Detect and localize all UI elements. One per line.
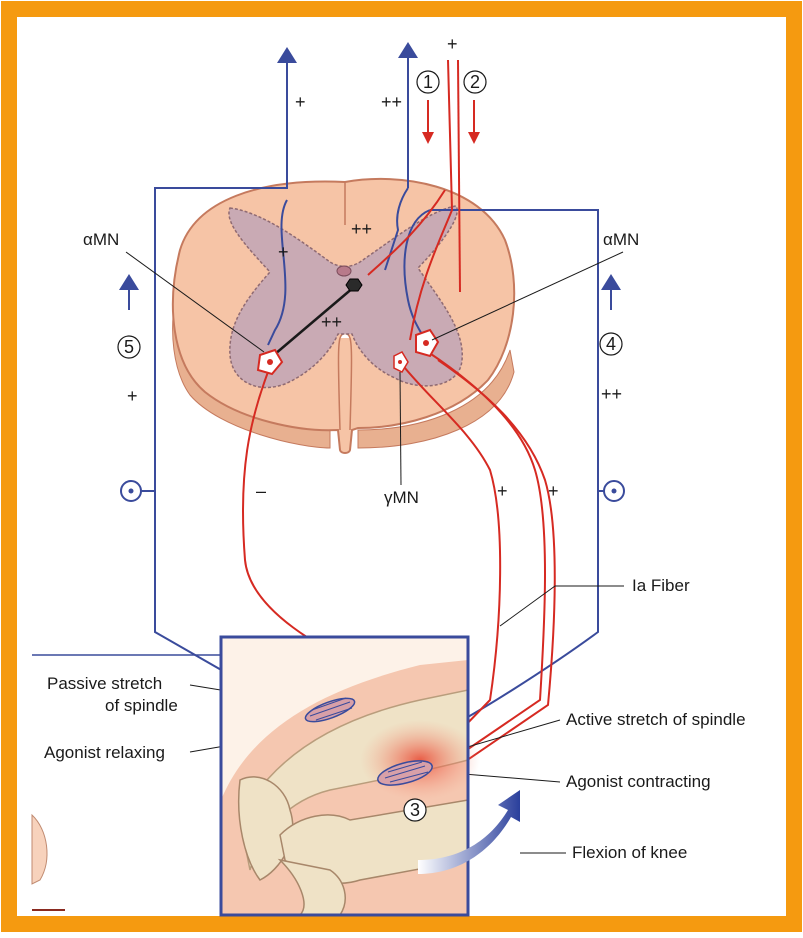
label-alpha-mn-right: αMN	[603, 230, 639, 249]
receptor-icon-left	[129, 489, 134, 494]
label-active-stretch: Active stretch of spindle	[566, 710, 746, 729]
label-agonist-relaxing: Agonist relaxing	[44, 743, 165, 762]
sign-right-double-plus: ++	[601, 384, 622, 404]
inhibitory-interneuron-icon	[346, 279, 362, 291]
sign-cord-top-double-plus: ++	[351, 219, 372, 239]
label-flexion-of-knee: Flexion of knee	[572, 843, 687, 862]
marker-1: 1	[423, 72, 433, 92]
sign-cord-left-plus: +	[278, 242, 289, 262]
label-alpha-mn-left: αMN	[83, 230, 119, 249]
label-passive-stretch-1: Passive stretch	[47, 674, 162, 693]
label-ia-fiber: Ia Fiber	[632, 576, 690, 595]
sign-top-left-plus: +	[295, 92, 306, 112]
sign-top-double-plus: ++	[381, 92, 402, 112]
sign-red-plus-1: +	[497, 481, 508, 501]
marker-2: 2	[470, 72, 480, 92]
sign-left-plus: +	[127, 386, 138, 406]
marker-3: 3	[410, 800, 420, 820]
sign-red-plus-2: +	[548, 481, 559, 501]
label-gamma-mn: γMN	[384, 488, 419, 507]
receptor-icon-right	[612, 489, 617, 494]
sign-cord-center-double-plus: ++	[321, 312, 342, 332]
label-passive-stretch-2: of spindle	[105, 696, 178, 715]
sign-top-right-plus: +	[447, 34, 458, 54]
sign-minus: –	[256, 481, 266, 501]
label-agonist-contracting: Agonist contracting	[566, 772, 711, 791]
marker-4: 4	[606, 334, 616, 354]
marker-5: 5	[124, 337, 134, 357]
spinal-cord-section	[173, 179, 515, 453]
